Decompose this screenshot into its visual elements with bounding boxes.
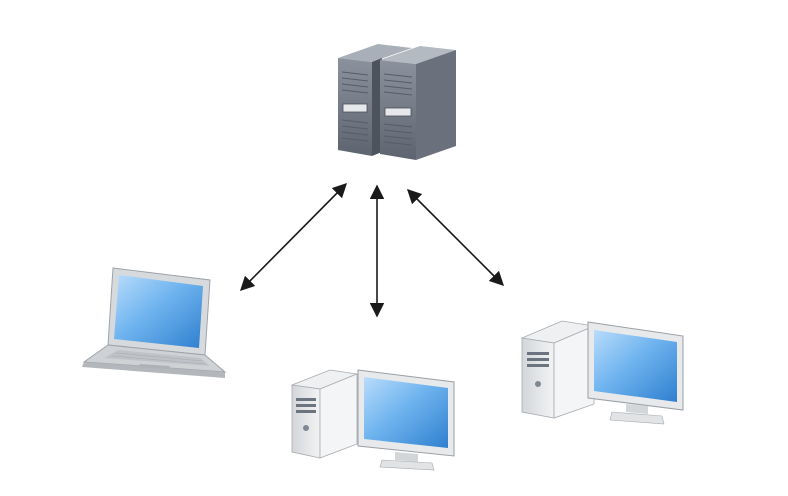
arrow-server-laptop: [239, 182, 348, 292]
server-rack-icon: [338, 44, 456, 160]
arrow-server-desktop-right: [406, 188, 505, 287]
desktop-computer-icon: [290, 369, 455, 471]
laptop-icon: [82, 267, 227, 378]
desktop-computer-icon: [520, 320, 684, 425]
